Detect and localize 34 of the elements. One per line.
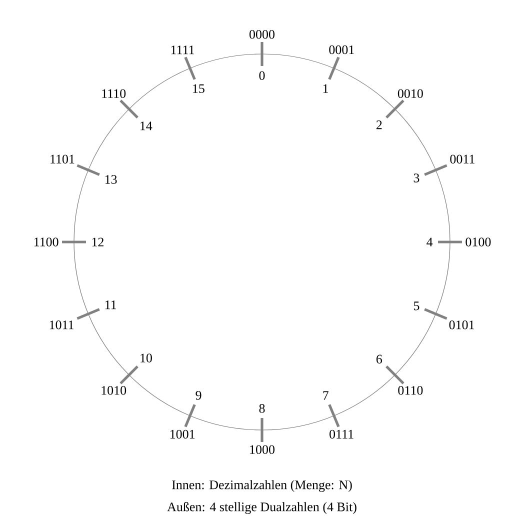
binary-label: 1110 bbox=[102, 89, 126, 98]
decimal-label: 9 bbox=[196, 390, 202, 400]
decimal-label: 6 bbox=[376, 354, 382, 364]
binary-label: 1001 bbox=[170, 430, 195, 439]
binary-label: 1010 bbox=[102, 386, 126, 395]
binary-label: 1100 bbox=[34, 238, 58, 246]
decimal-label: 4 bbox=[426, 238, 433, 246]
binary-label: 0110 bbox=[398, 386, 423, 395]
binary-label: 0101 bbox=[449, 320, 474, 330]
binary-label: 0010 bbox=[398, 89, 423, 98]
binary-label: 0100 bbox=[466, 238, 491, 246]
decimal-label: 15 bbox=[193, 84, 204, 93]
decimal-label: 8 bbox=[259, 404, 265, 413]
decimal-label: 12 bbox=[92, 238, 104, 246]
decimal-label: 11 bbox=[105, 300, 116, 310]
note: Innen: Dezimalzahlen (Menge: N) bbox=[172, 480, 352, 492]
binary-label: 0011 bbox=[450, 154, 474, 164]
decimal-label: 10 bbox=[140, 354, 152, 362]
decimal-label: 7 bbox=[323, 391, 328, 400]
decimal-label: 3 bbox=[414, 174, 420, 182]
note: Außen: 4 stellige Dualzahlen (4 Bit) bbox=[167, 502, 356, 514]
decimal-label: 13 bbox=[105, 175, 117, 184]
binary-label: 1111 bbox=[171, 46, 194, 54]
binary-label: 1000 bbox=[250, 445, 274, 454]
binary-label: 1101 bbox=[50, 154, 74, 164]
decimal-label: 2 bbox=[376, 120, 382, 130]
decimal-label: 0 bbox=[259, 71, 265, 80]
binary-label: 1011 bbox=[50, 320, 74, 330]
binary-label: 0001 bbox=[329, 45, 354, 54]
decimal-label: 5 bbox=[414, 302, 420, 310]
binary-label: 0000 bbox=[250, 30, 274, 39]
decimal-label: 14 bbox=[140, 122, 152, 130]
binary-label: 0111 bbox=[330, 430, 354, 439]
decimal-label: 1 bbox=[323, 84, 328, 93]
